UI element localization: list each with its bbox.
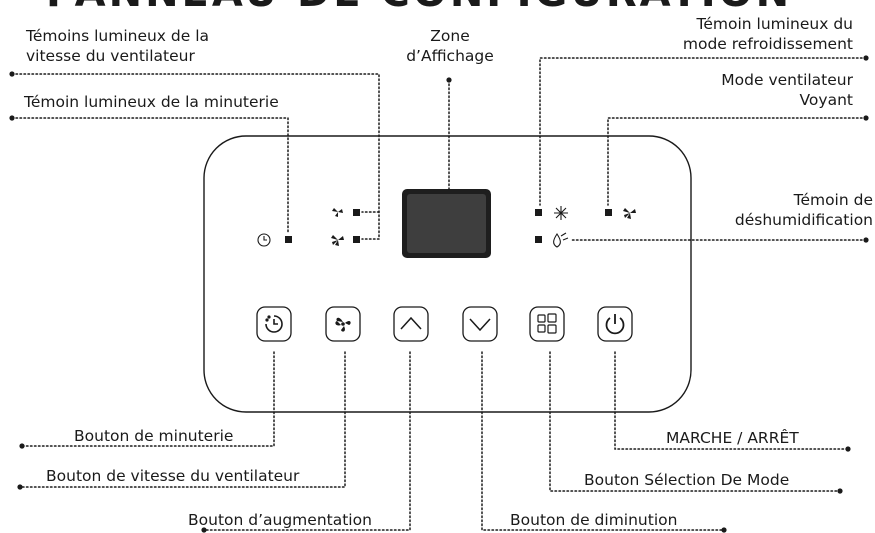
panel-outline bbox=[203, 135, 692, 413]
fan-low-indicator-icon bbox=[332, 208, 343, 217]
display-screen bbox=[407, 194, 486, 253]
label-dehumid-line1: Témoin de bbox=[793, 191, 873, 209]
power-icon bbox=[605, 314, 625, 335]
timer-button[interactable] bbox=[256, 306, 292, 342]
up-arrow-icon bbox=[400, 316, 422, 330]
label-down-button: Bouton de diminution bbox=[510, 511, 678, 529]
label-fan-speed-button: Bouton de vitesse du ventilateur bbox=[46, 467, 300, 485]
label-timer-button: Bouton de minuterie bbox=[74, 427, 234, 445]
label-fan-mode-line2: Voyant bbox=[799, 91, 853, 109]
up-button[interactable] bbox=[393, 306, 429, 342]
leader-lines bbox=[11, 57, 867, 531]
label-fan-mode-line1: Mode ventilateur bbox=[721, 71, 853, 89]
timer-icon bbox=[265, 315, 283, 333]
fan-speed-light-high bbox=[353, 236, 360, 243]
down-button[interactable] bbox=[462, 306, 498, 342]
label-display-zone: Zone d’Affichage bbox=[390, 26, 510, 66]
label-fan-mode: Mode ventilateur Voyant bbox=[650, 70, 853, 110]
cool-mode-light bbox=[535, 209, 542, 216]
fan-high-indicator-icon bbox=[331, 235, 344, 246]
timer-indicator-icon bbox=[257, 233, 271, 247]
page-title: PANNEAU DE CONFIGURATION bbox=[46, 0, 792, 16]
down-arrow-icon bbox=[469, 318, 491, 332]
fan-speed-light-low bbox=[353, 209, 360, 216]
label-power-button: MARCHE / ARRÊT bbox=[666, 429, 799, 447]
label-timer-light: Témoin lumineux de la minuterie bbox=[24, 93, 279, 111]
label-up-button: Bouton d’augmentation bbox=[188, 511, 372, 529]
droplet-icon bbox=[553, 232, 569, 248]
label-cool-light: Témoin lumineux du mode refroidissement bbox=[630, 14, 853, 54]
timer-light bbox=[285, 236, 292, 243]
label-mode-button: Bouton Sélection De Mode bbox=[584, 471, 790, 489]
label-dehumid-line2: déshumidification bbox=[734, 211, 873, 229]
fan-speed-button[interactable] bbox=[325, 306, 361, 342]
dehumid-light bbox=[535, 236, 542, 243]
label-display-zone-line1: Zone bbox=[430, 27, 470, 45]
mode-button[interactable] bbox=[529, 306, 565, 342]
fan-mode-light bbox=[605, 209, 612, 216]
leader-end-dots bbox=[9, 55, 869, 533]
label-fan-speed-lights-line2: vitesse du ventilateur bbox=[26, 47, 195, 65]
label-fan-speed-lights: Témoins lumineux de la vitesse du ventil… bbox=[26, 26, 209, 66]
label-fan-speed-lights-line1: Témoins lumineux de la bbox=[26, 27, 210, 45]
mode-icon bbox=[537, 313, 557, 334]
label-cool-light-line1: Témoin lumineux du bbox=[696, 15, 854, 33]
label-dehumid: Témoin de déshumidification bbox=[680, 190, 873, 230]
fan-mode-indicator-icon bbox=[623, 208, 636, 219]
fan-icon bbox=[335, 317, 351, 332]
label-cool-light-line2: mode refroidissement bbox=[682, 35, 853, 53]
snowflake-icon bbox=[554, 206, 568, 220]
power-button[interactable] bbox=[597, 306, 633, 342]
label-display-zone-line2: d’Affichage bbox=[406, 47, 494, 65]
